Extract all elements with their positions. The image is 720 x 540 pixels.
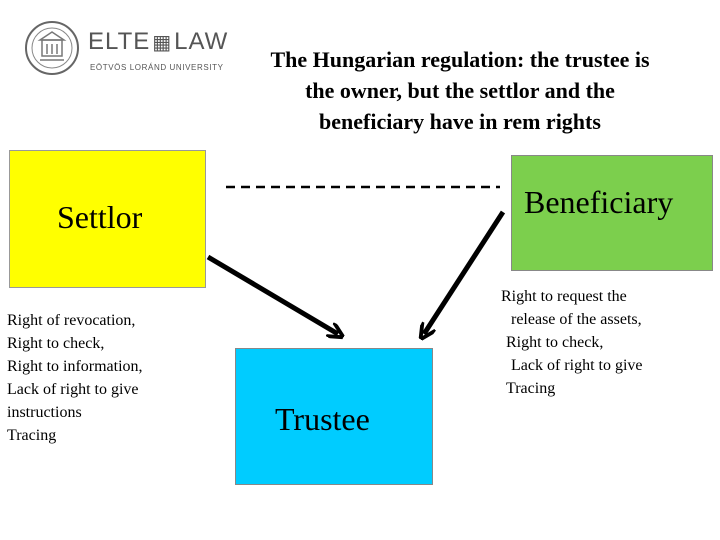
beneficiary-right-item: Right to request the xyxy=(501,288,627,305)
settlor-right-item: Right to information, xyxy=(7,358,143,375)
settlor-box xyxy=(9,150,206,288)
settlor-rights-list: Right of revocation, Right to check, Rig… xyxy=(7,309,143,447)
beneficiary-label: Beneficiary xyxy=(524,184,674,220)
slide-title: The Hungarian regulation: the trustee is… xyxy=(240,44,680,137)
title-line: the owner, but the settlor and the xyxy=(305,78,615,103)
trustee-box xyxy=(235,348,433,485)
beneficiary-right-item: release of the assets, xyxy=(511,311,642,328)
logo-subline: EÖTVÖS LORÁND UNIVERSITY xyxy=(90,63,224,72)
beneficiary-right-item: Right to check, xyxy=(506,334,604,351)
title-line: beneficiary have in rem rights xyxy=(319,109,601,134)
elte-law-logo: ELTE▦LAW EÖTVÖS LORÁND UNIVERSITY xyxy=(24,20,234,84)
beneficiary-to-trustee-arrow xyxy=(424,210,506,334)
beneficiary-right-item: Lack of right to give xyxy=(511,357,643,374)
beneficiary-box xyxy=(511,155,713,271)
title-line: The Hungarian regulation: the trustee is xyxy=(270,47,650,72)
beneficiary-right-item: Tracing xyxy=(506,380,556,397)
trustee-label: Trustee xyxy=(275,401,370,437)
settlor-right-item: Right of revocation, xyxy=(7,312,136,329)
settlor-right-item: Tracing xyxy=(7,427,57,444)
settlor-right-item: Lack of right to give xyxy=(7,381,139,398)
university-seal-icon xyxy=(25,21,79,75)
logo-wordmark-left: ELTE xyxy=(88,28,151,55)
logo-wordmark: ELTE▦LAW xyxy=(88,28,228,56)
settlor-to-trustee-arrow xyxy=(206,254,338,334)
beneficiary-rights-list: Right to request the release of the asse… xyxy=(501,285,643,400)
settlor-right-item: instructions xyxy=(7,404,82,421)
settlor-right-item: Right to check, xyxy=(7,335,105,352)
logo-wordmark-right: LAW xyxy=(174,28,229,55)
settlor-label: Settlor xyxy=(57,199,143,235)
logo-separator: ▦ xyxy=(152,32,173,54)
